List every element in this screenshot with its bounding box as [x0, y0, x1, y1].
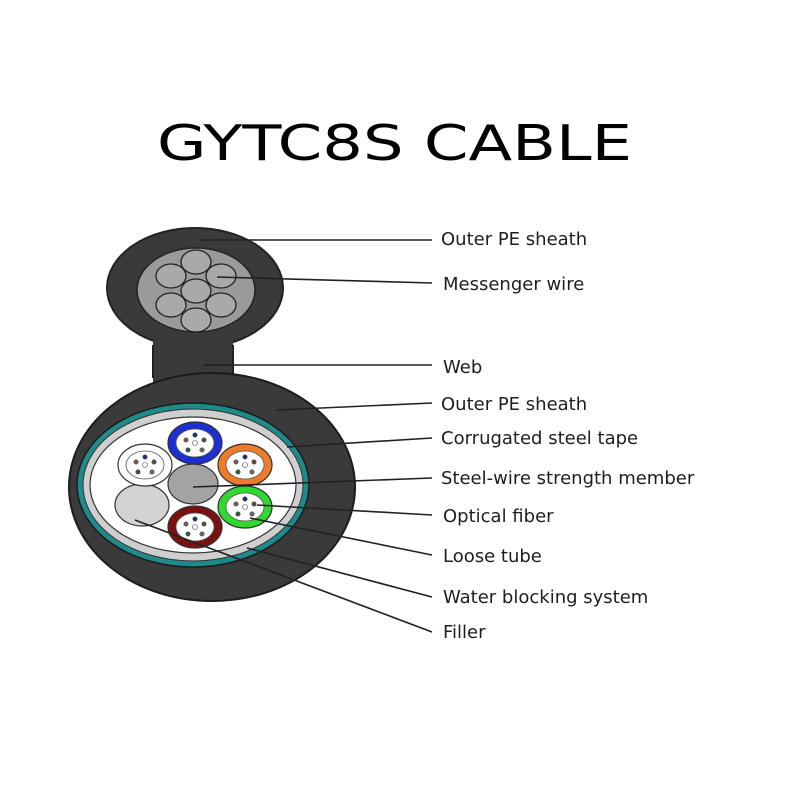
- label-loose-tube: Loose tube: [443, 546, 542, 567]
- messenger-wires: [155, 249, 237, 333]
- optical-fiber: [142, 454, 148, 460]
- steel-wire: [180, 249, 212, 275]
- optical-fiber: [249, 469, 255, 475]
- optical-fiber: [135, 469, 141, 475]
- optical-fiber: [183, 437, 189, 443]
- steel-wire: [180, 278, 212, 304]
- steel-wire: [155, 292, 187, 318]
- label-steel-wire-strength-member: Steel-wire strength member: [441, 468, 695, 489]
- optical-fiber: [251, 459, 257, 465]
- label-outer-pe-sheath: Outer PE sheath: [441, 394, 587, 415]
- optical-fiber: [242, 504, 248, 510]
- optical-fiber: [142, 462, 148, 468]
- optical-fiber: [201, 437, 207, 443]
- optical-fiber: [133, 459, 139, 465]
- loose-tube: [117, 443, 173, 487]
- optical-fiber: [235, 511, 241, 517]
- label-messenger-wire: Messenger wire: [443, 274, 584, 295]
- optical-fiber: [251, 501, 257, 507]
- optical-fiber: [242, 454, 248, 460]
- label-web: Web: [443, 357, 482, 378]
- loose-tube: [217, 485, 273, 529]
- optical-fiber: [235, 469, 241, 475]
- optical-fiber: [149, 469, 155, 475]
- optical-fiber: [151, 459, 157, 465]
- steel-wire: [205, 263, 237, 289]
- optical-fiber: [192, 432, 198, 438]
- optical-fiber: [233, 459, 239, 465]
- optical-fiber: [233, 501, 239, 507]
- optical-fiber: [201, 521, 207, 527]
- label-outer-pe-sheath-messenger: Outer PE sheath: [441, 229, 587, 250]
- optical-fiber: [185, 447, 191, 453]
- optical-fiber: [242, 462, 248, 468]
- loose-tube: [167, 505, 223, 549]
- optical-fiber: [192, 440, 198, 446]
- labels: Outer PE sheath Messenger wire Web Outer…: [441, 229, 695, 643]
- optical-fiber: [192, 516, 198, 522]
- optical-fiber: [199, 447, 205, 453]
- loose-tube: [217, 443, 273, 487]
- diagram-title: GYTC8S CABLE: [157, 115, 632, 172]
- steel-wire: [180, 307, 212, 333]
- optical-fiber: [183, 521, 189, 527]
- label-filler: Filler: [443, 622, 486, 643]
- label-corrugated-steel-tape: Corrugated steel tape: [441, 428, 638, 449]
- filler: [114, 483, 170, 527]
- steel-wire-strength-member: [167, 463, 219, 505]
- optical-fiber: [185, 531, 191, 537]
- optical-fiber: [192, 524, 198, 530]
- optical-fiber: [199, 531, 205, 537]
- optical-fiber: [249, 511, 255, 517]
- steel-wire: [205, 292, 237, 318]
- loose-tube: [167, 421, 223, 465]
- leader-lines: [134, 239, 433, 633]
- label-water-blocking-system: Water blocking system: [443, 587, 648, 608]
- steel-wire: [155, 263, 187, 289]
- label-optical-fiber: Optical fiber: [443, 506, 554, 527]
- optical-fiber: [242, 496, 248, 502]
